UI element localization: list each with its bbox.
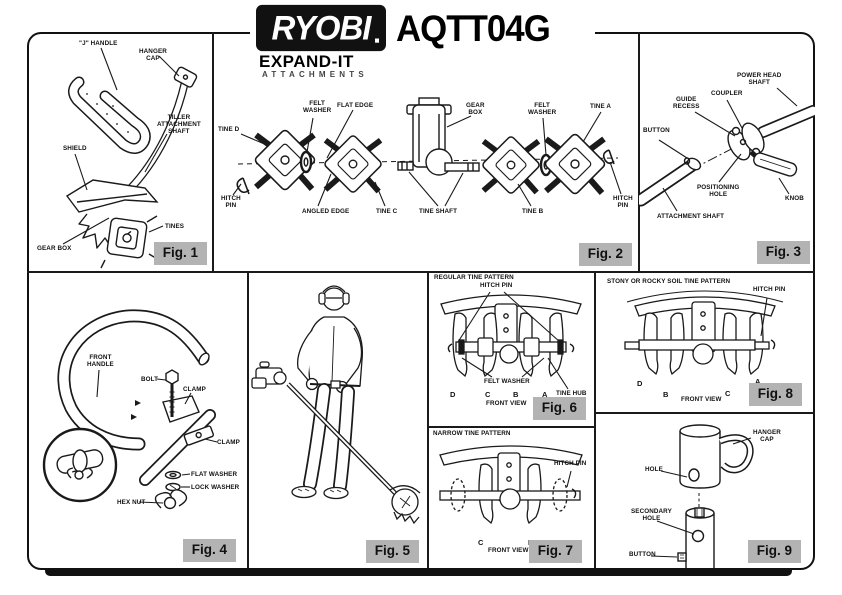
part-label: LOCK WASHER [191, 484, 240, 491]
figure-7-panel: NARROW TINE PATTERN HITCH PINCBFRONT VIE… [428, 427, 595, 568]
expand-it-logo: EXPAND-IT [259, 52, 354, 71]
part-label: A [755, 377, 761, 386]
part-label: GUIDE RECESS [673, 96, 700, 110]
figure-9-panel: HANGER CAP HOLE SECONDARY HOLE BUTTON Fig. … [595, 413, 815, 568]
figure-5-caption: Fig. 5 [365, 540, 419, 563]
part-label: D [450, 390, 456, 399]
part-label: FRONT HANDLE [87, 354, 114, 368]
panel-divider [427, 272, 429, 568]
part-label: FLAT EDGE [337, 102, 374, 109]
panel-divider [638, 32, 640, 272]
figure-6-panel: REGULAR TINE PATTERN HITCH PIN FELT WASHE… [428, 272, 595, 427]
part-label: FLAT WASHER [191, 471, 238, 478]
figure-6-title: REGULAR TINE PATTERN [434, 274, 514, 281]
part-label: HANGER CAP [753, 429, 781, 443]
figure-1-caption: Fig. 1 [153, 242, 207, 265]
part-label: B [663, 390, 669, 399]
figure-5-panel: Fig. 5 [248, 272, 428, 568]
part-label: FRONT VIEW [488, 547, 529, 554]
part-label: FRONT VIEW [486, 400, 527, 407]
part-label: A [542, 390, 548, 399]
figure-1-panel: "J" HANDLE HANGER CAP TILLER ATTACHMENT SH… [27, 32, 213, 272]
part-label: B [513, 390, 519, 399]
part-label: POSITIONING HOLE [697, 184, 740, 198]
page-bottom-rule [45, 570, 792, 576]
part-label: HITCH PIN [221, 195, 241, 209]
fig7-illustration [439, 445, 583, 524]
part-label: SECONDARY HOLE [631, 508, 672, 522]
part-label: TINE HUB [556, 390, 587, 397]
part-label: POWER HEAD SHAFT [737, 72, 782, 86]
figure-4-panel: FRONT HANDLE BOLT CLAMP CLAMP FLAT WASHER LOC… [27, 272, 248, 568]
part-label: "J" HANDLE [79, 40, 118, 47]
model-number: AQTT04G [396, 8, 551, 49]
part-label: C [725, 389, 731, 398]
part-label: HITCH PIN [753, 286, 786, 293]
part-label: TILLER ATTACHMENT SHAFT [157, 114, 201, 135]
panel-divider [27, 271, 815, 273]
header: RYOBI AQTT04G EXPAND-IT ATTACHMENTS [250, 0, 595, 88]
figure-3-caption: Fig. 3 [756, 241, 810, 264]
fig6-illustration [440, 291, 582, 390]
part-label: C [478, 538, 484, 547]
part-label: HITCH PIN [480, 282, 513, 289]
panel-divider [247, 272, 249, 568]
part-label: FELT WASHER [303, 100, 332, 114]
part-label: TINE SHAFT [419, 208, 458, 215]
figure-9-caption: Fig. 9 [747, 540, 801, 563]
figure-6-caption: Fig. 6 [532, 397, 586, 420]
part-label: GEAR BOX [37, 245, 72, 252]
brand-text: RYOBI [271, 8, 372, 47]
part-label: HOLE [645, 466, 663, 473]
part-label: SHIELD [63, 145, 87, 152]
figure-3-panel: POWER HEAD SHAFT COUPLER GUIDE RECESS BUTTO… [639, 32, 815, 272]
fig9-illustration [650, 424, 754, 568]
figure-8-caption: Fig. 8 [748, 383, 802, 406]
part-label: BOLT [141, 376, 159, 383]
part-label: TINE C [376, 208, 398, 215]
ryobi-logo: RYOBI [256, 4, 386, 52]
part-label: TINE A [590, 103, 612, 110]
part-label: TINES [165, 223, 185, 230]
part-label: HANGER CAP [139, 48, 167, 62]
panel-divider [594, 272, 596, 568]
fig4-illustration [42, 309, 218, 510]
part-label: C [485, 390, 491, 399]
part-label: HITCH PIN [613, 195, 633, 209]
part-label: BUTTON [629, 551, 656, 558]
figure-4-caption: Fig. 4 [182, 539, 236, 562]
attachments-tagline: ATTACHMENTS [262, 70, 368, 79]
figure-2-caption: Fig. 2 [578, 243, 632, 266]
fig5-illustration [251, 285, 421, 525]
fig3-illustration [639, 87, 815, 212]
part-label: TINE B [522, 208, 544, 215]
fig1-illustration [62, 47, 198, 269]
part-label: D [637, 379, 643, 388]
brand-dot-icon [375, 38, 379, 43]
part-label: HITCH PIN [554, 460, 587, 467]
panel-divider [212, 32, 214, 272]
figure-8-panel: STONY OR ROCKY SOIL TINE PATTERN HITCH P… [595, 272, 815, 413]
part-label: FRONT VIEW [681, 396, 722, 403]
part-label: KNOB [785, 195, 804, 202]
part-label: HEX NUT [117, 499, 146, 506]
part-label: ATTACHMENT SHAFT [657, 213, 725, 220]
part-label: FELT WASHER [528, 102, 557, 116]
figure-7-caption: Fig. 7 [528, 540, 582, 563]
figure-7-title: NARROW TINE PATTERN [433, 430, 511, 437]
fig8-illustration [624, 290, 784, 375]
panel-divider [428, 426, 595, 428]
figure-8-title: STONY OR ROCKY SOIL TINE PATTERN [607, 278, 731, 285]
part-label: BUTTON [643, 127, 670, 134]
part-label: COUPLER [711, 90, 743, 97]
fig2-illustration [232, 97, 622, 207]
part-label: CLAMP [183, 386, 206, 393]
part-label: TINE D [218, 126, 240, 133]
part-label: CLAMP [217, 439, 240, 446]
part-label: ANGLED EDGE [302, 208, 350, 215]
panel-divider [595, 412, 815, 414]
part-label: GEAR BOX [466, 102, 485, 116]
part-label: FELT WASHER [484, 378, 530, 385]
figure-2-panel: TINE D FELT WASHER FLAT EDGE GEAR BOX FELT W… [213, 32, 639, 272]
